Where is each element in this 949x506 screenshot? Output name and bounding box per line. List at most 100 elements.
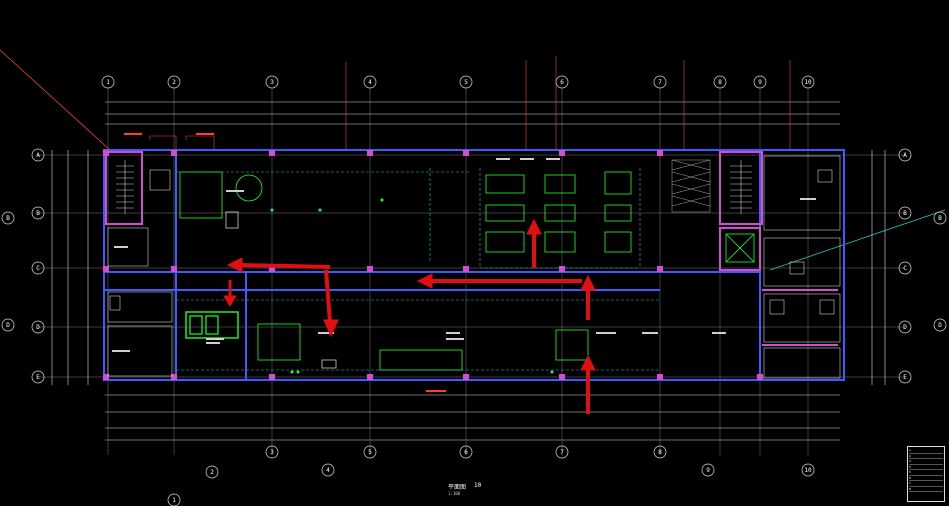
grid-bubble-top-5: 5 xyxy=(459,75,473,89)
stair-left xyxy=(116,160,134,214)
legend-row: 3 xyxy=(909,459,943,465)
legend-row-label: 6 xyxy=(909,475,911,480)
grid-bubble-label: 5 xyxy=(464,79,468,86)
legend-row: 5 xyxy=(909,470,943,476)
grid-bubble-bottom-8: 8 xyxy=(653,445,667,459)
grid-bubble-label: D xyxy=(36,324,40,331)
grid-bubble-top-10: 10 xyxy=(801,75,815,89)
legend-row: 2 xyxy=(909,453,943,459)
grid-bubble-label: 8 xyxy=(658,449,662,456)
green-markers xyxy=(270,198,554,374)
grid-bubble-label: B xyxy=(938,215,942,222)
grid-bubble-label: 8 xyxy=(718,79,722,86)
grid-bubble-top-6: 6 xyxy=(555,75,569,89)
legend-row-label: 5 xyxy=(909,470,911,474)
grid-bubble-label: E xyxy=(903,374,907,381)
grid-bubble-label: B xyxy=(6,215,10,222)
grid-bubble-label: 2 xyxy=(210,469,214,476)
legend-row: 8 xyxy=(909,486,943,492)
grid-bubble-label: A xyxy=(903,152,907,159)
legend-row-label: 8 xyxy=(909,486,911,491)
columns xyxy=(103,150,763,380)
legend-row-label: 4 xyxy=(909,464,911,469)
grid-bubble-label: 7 xyxy=(658,79,662,86)
grid-bubble-right-D: D xyxy=(898,320,912,334)
grid-bubble-label: 10 xyxy=(804,79,812,86)
grid-bubble-bottom-1: 1 xyxy=(167,493,181,506)
grid-bubble-left-A: A xyxy=(31,148,45,162)
legend-row: 4 xyxy=(909,464,943,470)
grid-bubble-right-outer: B xyxy=(933,211,947,225)
grid-bubble-left-outer-2: D xyxy=(1,318,15,332)
top-dimension-lines xyxy=(105,101,840,125)
grid-bubble-label: 3 xyxy=(270,449,274,456)
legend-row: 6 xyxy=(909,475,943,481)
bottom-dimension-lines xyxy=(105,394,840,441)
grid-bubble-bottom-5: 5 xyxy=(363,445,377,459)
grid-bubble-top-3: 3 xyxy=(265,75,279,89)
grid-bubble-label: C xyxy=(903,265,907,272)
grid-bubble-label: A xyxy=(36,152,40,159)
grid-bubble-bottom-7: 7 xyxy=(555,445,569,459)
grid-bubble-right-C: C xyxy=(898,261,912,275)
grid-bubble-right-E: E xyxy=(898,370,912,384)
hatch-area xyxy=(671,159,711,213)
leader-line-right xyxy=(769,209,946,271)
grid-bubble-label: 6 xyxy=(560,79,564,86)
grid-bubble-bottom-3: 3 xyxy=(265,445,279,459)
legend-row-label: 2 xyxy=(909,453,911,458)
grid-bubble-label: B xyxy=(36,210,40,217)
legend-row: 7 xyxy=(909,481,943,487)
grid-bubble-left-E: E xyxy=(31,370,45,384)
drawing-scale: 1:100 xyxy=(448,491,461,496)
stair-right xyxy=(730,160,752,214)
grid-bubble-bottom-10: 10 xyxy=(801,463,815,477)
grid-bubble-label: B xyxy=(903,210,907,217)
grid-bubble-bottom-2: 2 xyxy=(205,465,219,479)
red-leaders xyxy=(149,56,791,150)
grid-bubble-right-A: A xyxy=(898,148,912,162)
drawing-number: 10 xyxy=(474,482,482,489)
right-rooms xyxy=(763,155,841,379)
grid-bubble-top-7: 7 xyxy=(653,75,667,89)
grid-bubble-label: 10 xyxy=(804,467,812,474)
legend-row-label: 3 xyxy=(909,459,911,463)
elevator-shaft xyxy=(725,233,755,263)
magenta-walls xyxy=(105,151,838,346)
bottom-grid-bubbles: 1 2 3 4 5 6 7 8 9 10 xyxy=(167,445,815,506)
grid-bubble-right-B: B xyxy=(898,206,912,220)
flow-arrows xyxy=(223,218,596,414)
room-label-marks xyxy=(112,133,816,392)
grid-bubble-label: 7 xyxy=(560,449,564,456)
grid-bubble-top-1: 1 xyxy=(101,75,115,89)
side-dimension-lines xyxy=(51,150,886,385)
grid-bubble-left-D: D xyxy=(31,320,45,334)
grid-bubble-label: 1 xyxy=(106,79,110,86)
grid-bubble-label: 6 xyxy=(464,449,468,456)
grid-bubble-label: 4 xyxy=(326,467,330,474)
grid-bubble-label: E xyxy=(36,374,40,381)
grid-bubble-left-outer: B xyxy=(1,211,15,225)
grid-bubble-bottom-9: 9 xyxy=(701,463,715,477)
grid-bubble-label: D xyxy=(938,322,942,329)
drawing-title: 平面图 xyxy=(448,484,467,491)
grid-bubble-label: 1 xyxy=(172,497,176,504)
grid-bubble-top-8: 8 xyxy=(713,75,727,89)
legend-row: 1 xyxy=(909,448,943,454)
left-rooms xyxy=(107,169,173,377)
grid-bubble-label: 2 xyxy=(172,79,176,86)
grid-bubble-top-2: 2 xyxy=(167,75,181,89)
grid-bubble-label: 9 xyxy=(758,79,762,86)
leader-line-left xyxy=(0,49,111,151)
grid-bubble-bottom-4: 4 xyxy=(321,463,335,477)
grid-bubble-bottom-6: 6 xyxy=(459,445,473,459)
dashed-partitions xyxy=(176,168,660,371)
grid-bubble-label: 5 xyxy=(368,449,372,456)
grid-bubble-label: 3 xyxy=(270,79,274,86)
grid-bubble-label: 4 xyxy=(368,79,372,86)
grid-bubble-top-9: 9 xyxy=(753,75,767,89)
